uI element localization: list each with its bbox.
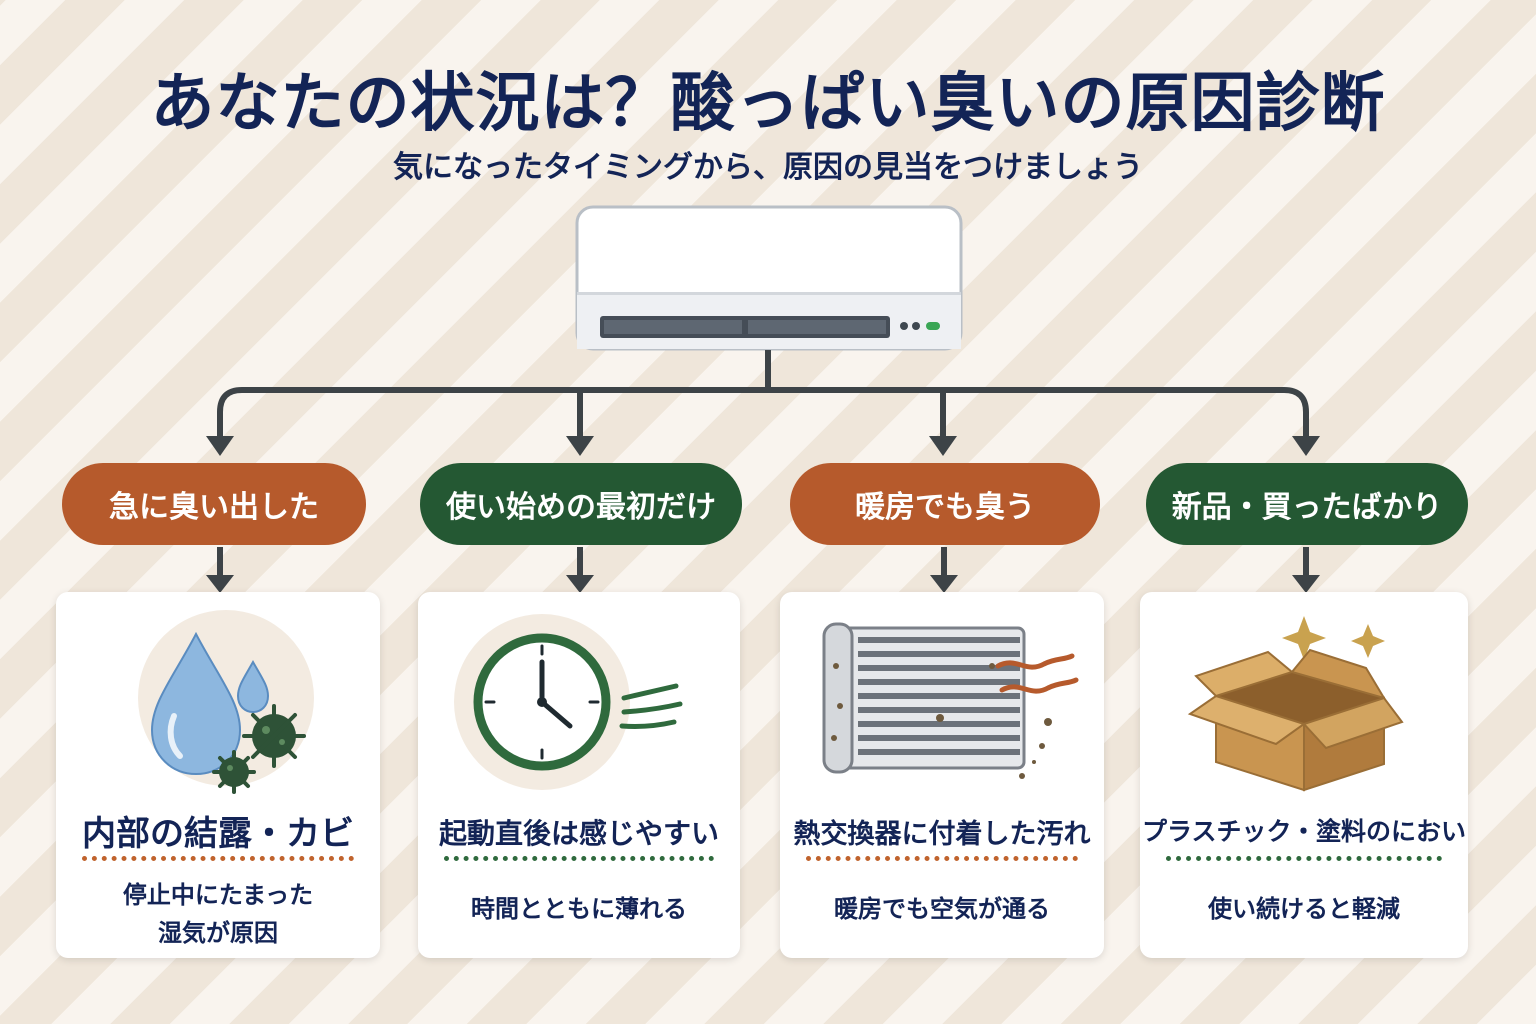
page-title: あなたの状況は？酸っぱい臭いの原因診断 [150,67,1386,141]
result-title: 熱交換器に付着した汚れ [793,819,1091,850]
branch-connectors [206,350,1320,456]
page-subtitle: 気になったタイミングから、原因の見当をつけましょう [393,150,1143,185]
heat-exchanger-icon [822,622,1079,779]
branch-label-heating: 暖房でも臭う [790,463,1100,545]
clock-icon [454,614,683,790]
result-desc-line1: 停止中にたまった [122,881,314,909]
result-title: 内部の結露・カビ [82,814,354,854]
result-title: 起動直後は感じやすい [438,817,719,850]
branch-label-new: 新品・買ったばかり [1146,463,1468,545]
result-card-new-product: プラスチック・塗料のにおい 使い続けると軽減 [1140,592,1468,958]
branch-label-startup: 使い始めの最初だけ [420,463,742,545]
new-box-icon [1187,616,1404,792]
dotted-separator [443,856,715,861]
result-card-startup: 起動直後は感じやすい 時間とともに薄れる [418,592,740,958]
result-desc-line1: 時間とともに薄れる [471,895,687,923]
dotted-separator [805,856,1079,861]
result-title: プラスチック・塗料のにおい [1141,817,1466,846]
dotted-separator [81,856,355,861]
result-desc-line1: 使い続けると軽減 [1208,895,1400,923]
result-card-condensation: 内部の結露・カビ 停止中にたまった 湿気が原因 [56,592,380,958]
air-conditioner-icon [575,205,963,351]
result-desc-line1: 暖房でも空気が通る [834,895,1050,923]
result-desc-line2: 湿気が原因 [158,919,278,947]
result-card-heat-exchanger: 熱交換器に付着した汚れ 暖房でも空気が通る [780,592,1104,958]
arrow-down-icon [566,547,594,593]
branch-label-sudden: 急に臭い出した [62,463,366,545]
arrow-down-icon [1292,547,1320,593]
arrow-down-icon [206,547,234,593]
arrow-down-icon [930,547,958,593]
dotted-separator [1166,856,1442,861]
water-drop-mold-icon [138,610,314,794]
